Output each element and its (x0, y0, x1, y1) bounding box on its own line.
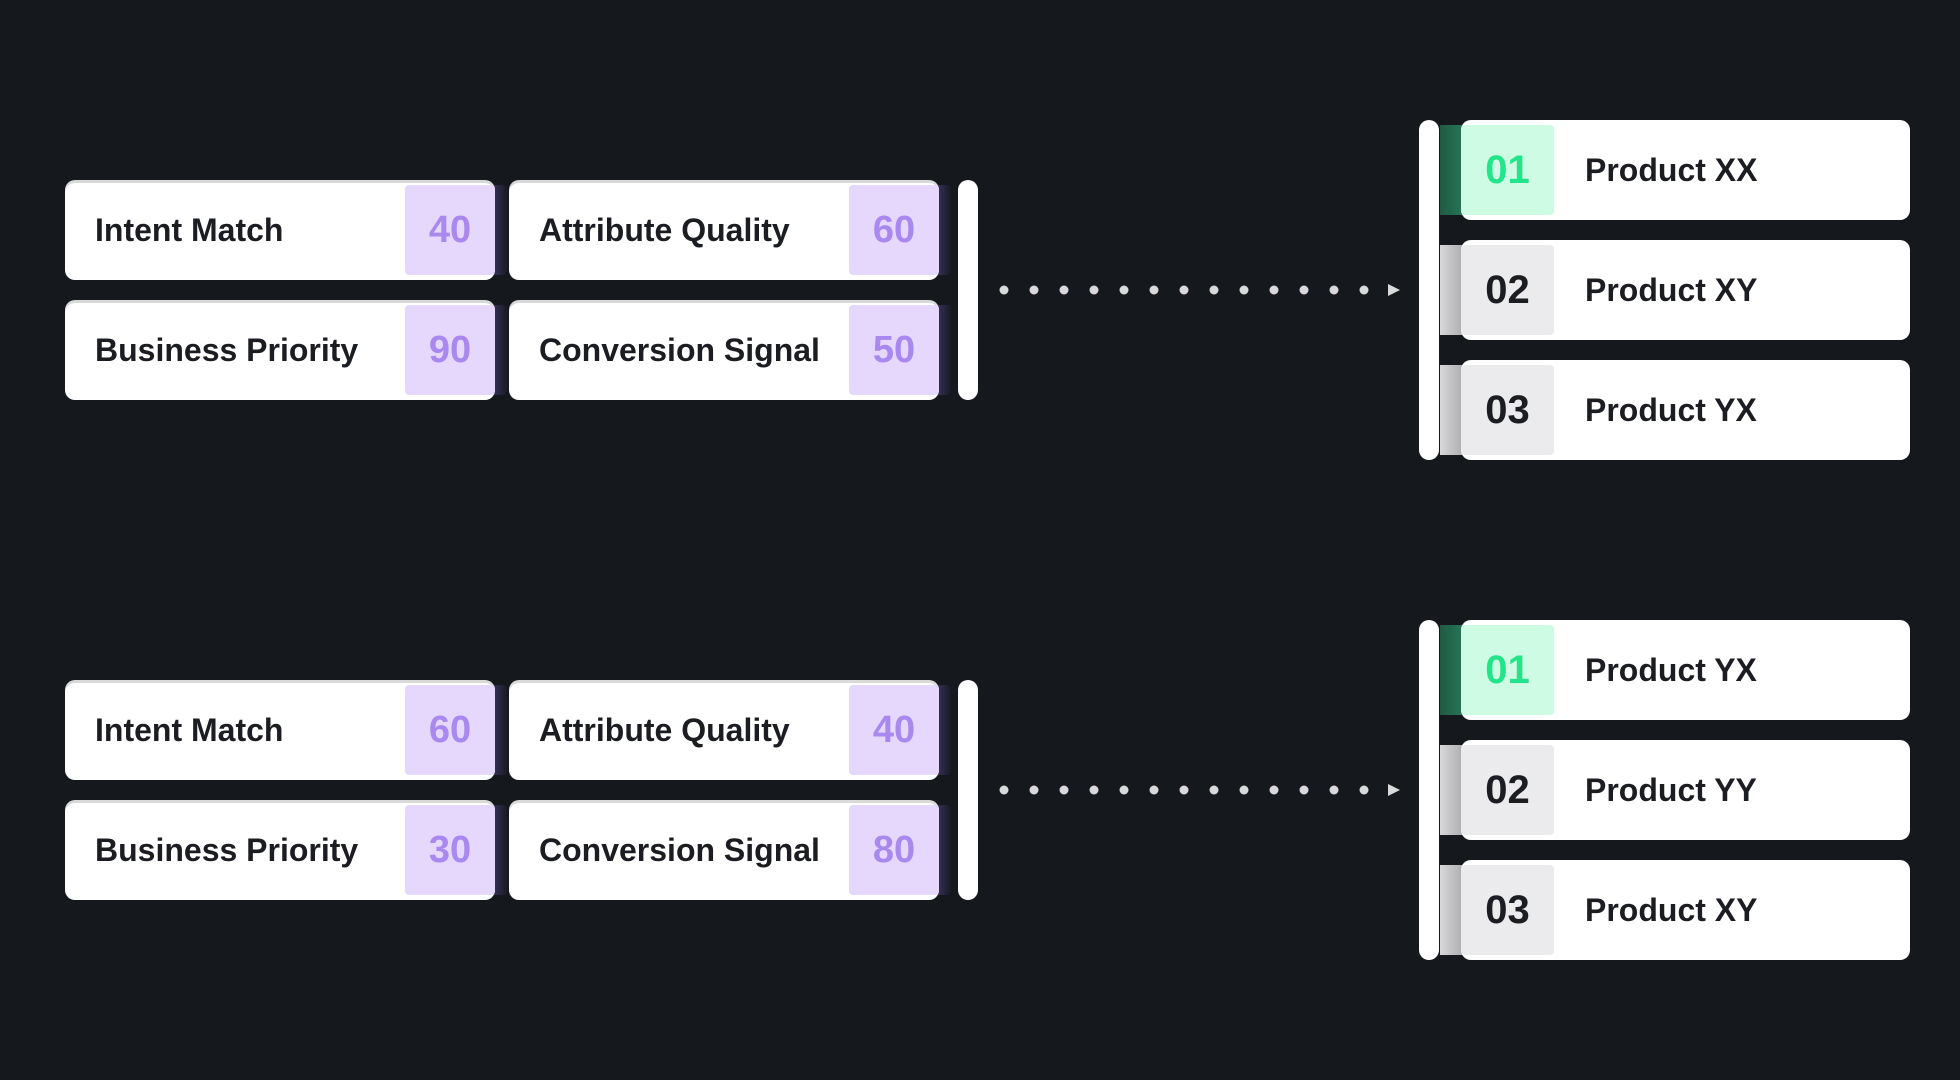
ranking-group-1: Intent Match 40 Attribute Quality 60 Bus… (0, 120, 1960, 460)
result-row-1: 01 Product YX (1440, 620, 1910, 720)
factor-label: Intent Match (95, 712, 284, 748)
result-row-2: 02 Product YY (1440, 740, 1910, 840)
factor-business-priority: Business Priority 90 (65, 300, 507, 400)
rank-number: 01 (1461, 625, 1554, 715)
factor-attribute-quality: Attribute Quality 60 (509, 180, 951, 280)
ranking-group-2: Intent Match 60 Attribute Quality 40 Bus… (0, 620, 1960, 960)
product-name: Product XX (1585, 152, 1758, 188)
factor-label: Business Priority (95, 332, 359, 368)
rank-number: 03 (1461, 365, 1554, 455)
factor-intent-match: Intent Match 40 (65, 180, 507, 280)
factor-conversion-signal: Conversion Signal 50 (509, 300, 951, 400)
rank-number: 02 (1461, 745, 1554, 835)
factor-label: Conversion Signal (539, 332, 820, 368)
factor-bracket (958, 180, 978, 400)
factor-business-priority: Business Priority 30 (65, 800, 507, 900)
result-row-3: 03 Product XY (1440, 860, 1910, 960)
factor-score: 50 (849, 305, 939, 395)
factor-intent-match: Intent Match 60 (65, 680, 507, 780)
factor-attribute-quality: Attribute Quality 40 (509, 680, 951, 780)
rank-number: 01 (1461, 125, 1554, 215)
factor-score: 60 (849, 185, 939, 275)
dotted-arrow-icon (999, 284, 1400, 296)
factor-score: 90 (405, 305, 495, 395)
result-row-1: 01 Product XX (1440, 120, 1910, 220)
factor-label: Intent Match (95, 212, 284, 248)
result-row-3: 03 Product YX (1440, 360, 1910, 460)
rank-number: 02 (1461, 245, 1554, 335)
result-row-2: 02 Product XY (1440, 240, 1910, 340)
product-name: Product YY (1585, 772, 1757, 808)
product-name: Product YX (1585, 652, 1757, 688)
factor-label: Business Priority (95, 832, 359, 868)
dotted-arrow-icon (999, 784, 1400, 796)
factor-conversion-signal: Conversion Signal 80 (509, 800, 951, 900)
factor-score: 40 (405, 185, 495, 275)
product-name: Product YX (1585, 392, 1757, 428)
product-name: Product XY (1585, 892, 1758, 928)
factor-score: 80 (849, 805, 939, 895)
factor-bracket (958, 680, 978, 900)
result-bracket (1419, 620, 1439, 960)
result-bracket (1419, 120, 1439, 460)
factor-score: 30 (405, 805, 495, 895)
factor-score: 60 (405, 685, 495, 775)
factor-label: Attribute Quality (539, 212, 790, 248)
product-name: Product XY (1585, 272, 1758, 308)
factor-score: 40 (849, 685, 939, 775)
factor-label: Conversion Signal (539, 832, 820, 868)
factor-label: Attribute Quality (539, 712, 790, 748)
rank-number: 03 (1461, 865, 1554, 955)
